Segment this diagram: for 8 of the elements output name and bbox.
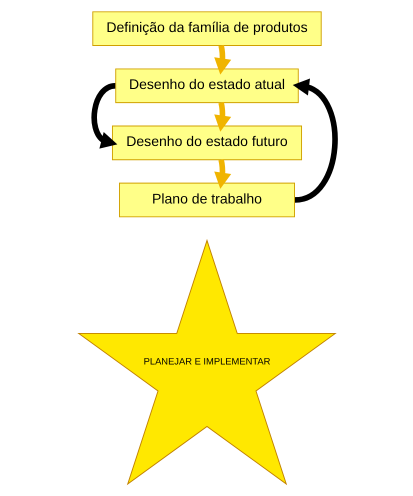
arrow (214, 159, 231, 189)
node-box: Plano de trabalho (118, 182, 294, 218)
arrow (214, 102, 231, 132)
arrow (214, 44, 231, 75)
node-box: Definição da família de produtos (92, 11, 322, 46)
node-box: Desenho do estado futuro (111, 126, 302, 160)
arrow (292, 78, 338, 203)
node-box: Desenho do estado atual (114, 68, 298, 104)
